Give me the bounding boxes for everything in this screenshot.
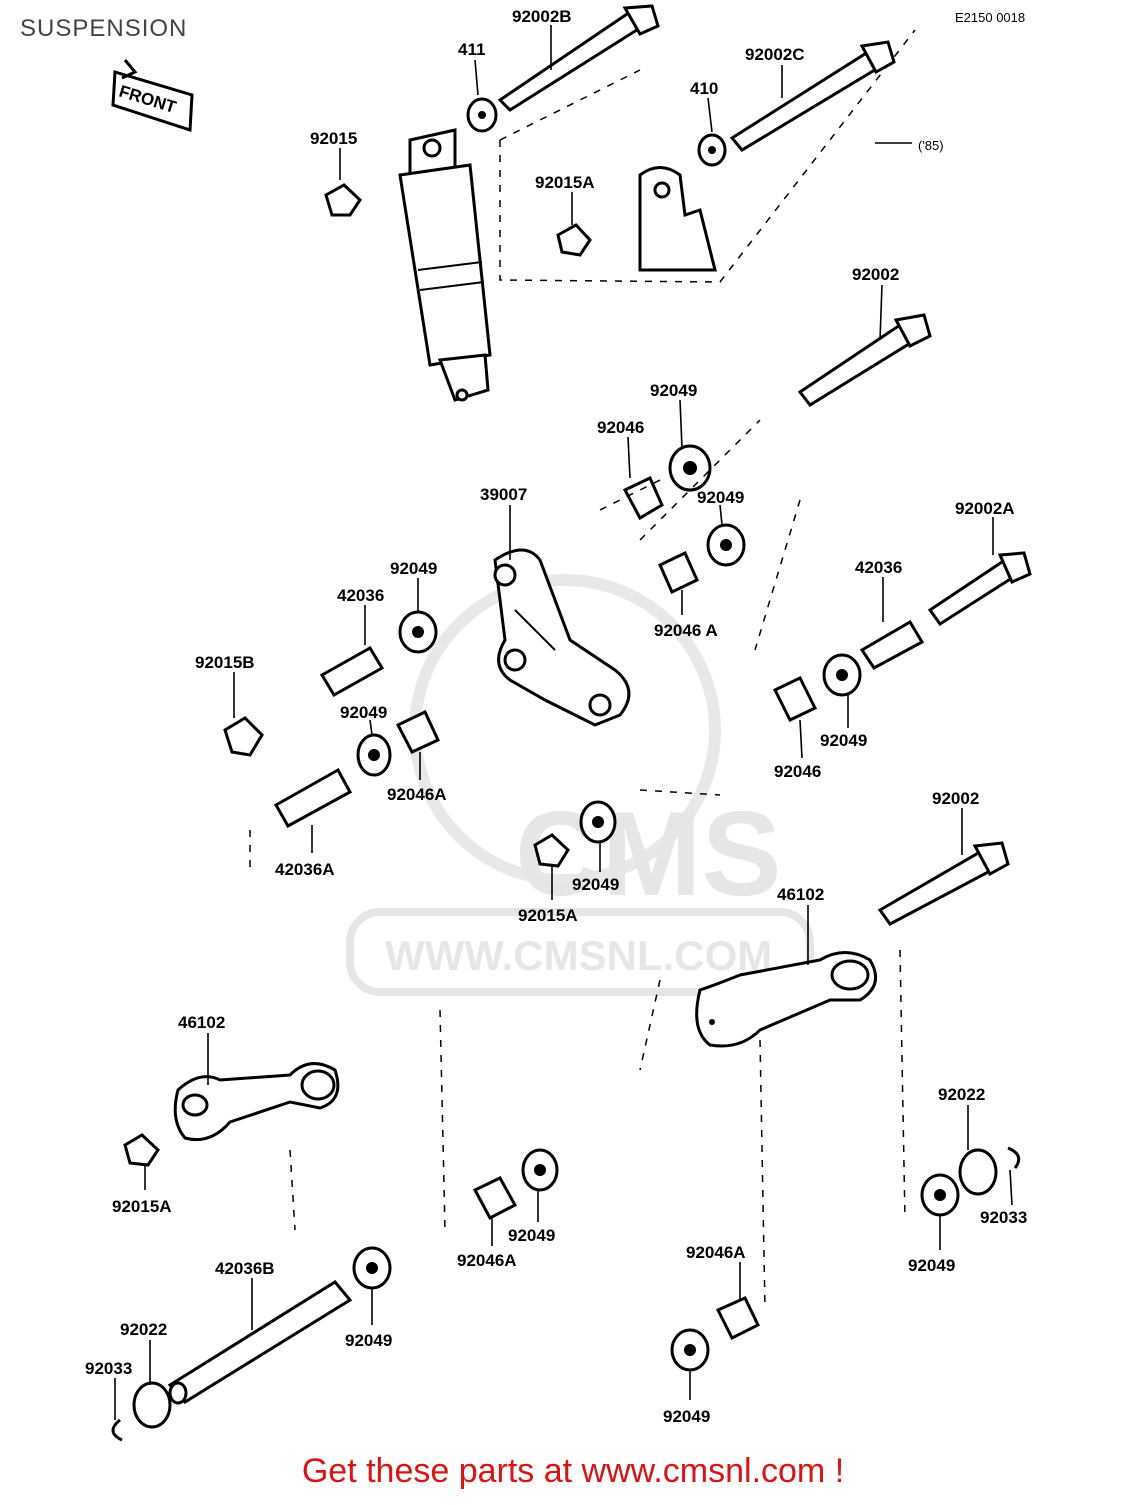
label-92049-d: 92049 [390,559,437,578]
year-note: ('85) [918,138,944,153]
watermark-url: WWW.CMSNL.COM [385,932,772,979]
front-arrow-icon: FRONT [111,59,194,133]
bolt-92002B-icon [497,4,660,112]
year-85-frame [499,29,916,283]
sleeve-42036-left-icon [319,645,385,698]
label-46102-l: 46102 [178,1013,225,1032]
label-92049-h: 92049 [508,1226,555,1245]
label-92002-top: 92002 [852,265,899,284]
watermark: CMS WWW.CMSNL.COM [346,574,814,996]
label-92022-l: 92022 [120,1320,167,1339]
label-92015-top: 92015 [310,129,357,148]
label-92015B: 92015B [195,653,255,672]
bolt-92002-top-icon [797,313,932,407]
footer-link[interactable]: Get these parts at www.cmsnl.com ! [301,1452,845,1490]
label-92015A-mid: 92015A [518,906,578,925]
label-92002C: 92002C [745,45,805,64]
label-92046A-d: 92046A [686,1243,746,1262]
label-92049-b: 92049 [697,488,744,507]
callouts: 92002B 411 92002C 410 92015 92015A 92002… [85,7,1027,1426]
label-92049-a: 92049 [650,381,697,400]
label-92046-b: 92046 [774,762,821,781]
label-92049-f: 92049 [572,875,619,894]
label-92049-j: 92049 [663,1407,710,1426]
bolt-92002C-icon [729,40,896,152]
sleeve-42036A-icon [273,767,353,829]
label-92033-l: 92033 [85,1359,132,1378]
label-92049-e: 92049 [340,703,387,722]
label-92015A-top: 92015A [535,173,595,192]
tie-rod-right-icon [695,951,878,1048]
label-92046-a: 92046 [597,418,644,437]
label-46102-r: 46102 [777,885,824,904]
label-42036B: 42036B [215,1259,275,1278]
shaft-42036B-icon [167,1280,353,1405]
bolt-92002A-icon [927,551,1032,627]
label-39007: 39007 [480,485,527,504]
rocker-arm-icon [493,548,631,727]
label-92049-c: 92049 [820,731,867,750]
shock-absorber-icon [398,128,492,402]
label-42036-r: 42036 [855,558,902,577]
label-92015A-low: 92015A [112,1197,172,1216]
small-parts [111,97,1021,1442]
label-42036A: 42036A [275,860,335,879]
label-92022-r: 92022 [938,1085,985,1104]
bolt-92002-mid-icon [877,841,1010,926]
label-92046A-a: 92046 A [654,621,718,640]
label-92046A-c: 92046A [457,1251,517,1270]
label-92033-r: 92033 [980,1208,1027,1227]
tie-rod-left-icon [173,1062,340,1142]
label-92046A-b: 92046A [387,785,447,804]
label-92049-i: 92049 [345,1331,392,1350]
label-92002-mid: 92002 [932,789,979,808]
shock-absorber-85-icon [638,166,717,272]
diagram-code: E2150 0018 [955,10,1025,25]
label-92002B: 92002B [512,7,572,26]
sleeve-42036-right-icon [859,619,925,670]
label-92002A: 92002A [955,499,1015,518]
assembly-lines [249,419,906,1311]
label-42036-l: 42036 [337,586,384,605]
label-92049-g: 92049 [908,1256,955,1275]
label-411: 411 [458,40,485,59]
page-title: SUSPENSION [20,15,188,42]
label-410: 410 [690,79,718,98]
